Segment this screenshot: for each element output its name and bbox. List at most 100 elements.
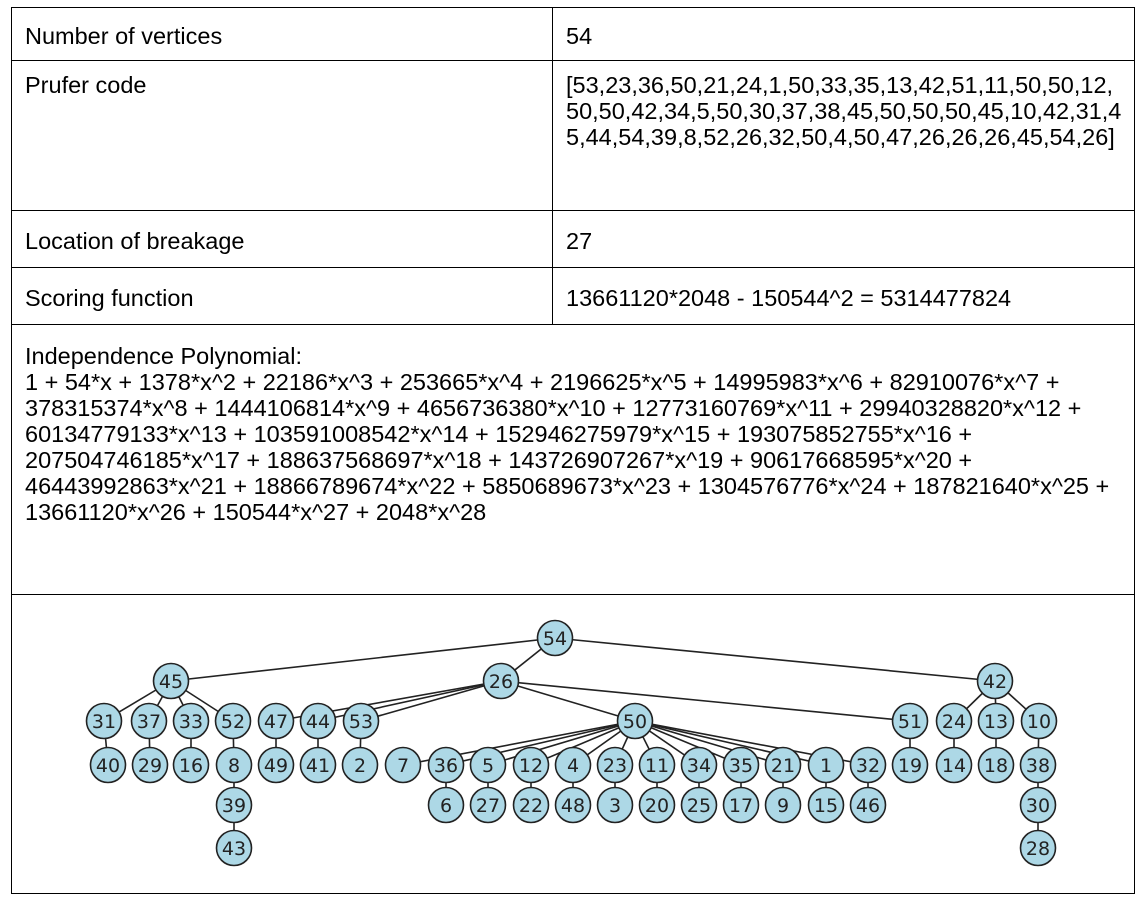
tree-node-label: 48 [561, 795, 585, 817]
tree-node-45: 45 [152, 662, 190, 700]
tree-node-35: 35 [722, 746, 760, 784]
tree-node-label: 44 [306, 711, 330, 733]
tree-node-circle [935, 746, 973, 784]
tree-node-label: 47 [264, 711, 288, 733]
tree-node-label: 36 [434, 755, 458, 777]
tree-node-circle [1019, 829, 1057, 867]
tree-node-44: 44 [299, 702, 337, 740]
tree-node-circle [342, 702, 380, 740]
label-breakage: Location of breakage [11, 210, 553, 268]
tree-node-circle [891, 746, 929, 784]
tree-node-circle [152, 662, 190, 700]
tree-node-label: 20 [645, 795, 669, 817]
tree-node-10: 10 [1020, 702, 1058, 740]
tree-node-label: 18 [984, 755, 1008, 777]
tree-node-11: 11 [638, 746, 676, 784]
tree-node-circle [299, 702, 337, 740]
tree-node-circle [722, 786, 760, 824]
tree-node-32: 32 [849, 746, 887, 784]
row-vertices: Number of vertices 54 [11, 7, 1135, 61]
row-prufer: Prufer code [53,23,36,50,21,24,1,50,33,3… [11, 60, 1135, 211]
tree-node-label: 4 [567, 755, 579, 777]
tree-node-label: 43 [222, 838, 246, 860]
tree-node-label: 15 [814, 795, 838, 817]
tree-node-label: 52 [221, 711, 245, 733]
tree-node-50: 50 [616, 702, 654, 740]
row-scoring: Scoring function 13661120*2048 - 150544^… [11, 267, 1135, 325]
tree-node-circle [341, 746, 379, 784]
tree-edge-26-50 [500, 680, 636, 722]
tree-node-circle [680, 786, 718, 824]
tree-node-22: 22 [512, 786, 550, 824]
tree-node-circle [130, 702, 168, 740]
tree-edge-26-51 [500, 680, 911, 722]
tree-node-49: 49 [257, 746, 295, 784]
tree-node-30: 30 [1019, 786, 1057, 824]
tree-node-17: 17 [722, 786, 760, 824]
tree-node-circle [469, 786, 507, 824]
tree-node-20: 20 [638, 786, 676, 824]
tree-node-label: 41 [306, 755, 330, 777]
label-independence: Independence Polynomial: [25, 343, 302, 369]
tree-node-circle [596, 746, 634, 784]
tree-node-circle [638, 746, 676, 784]
tree-node-circle [554, 786, 592, 824]
tree-node-circle [427, 786, 465, 824]
tree-node-label: 45 [159, 671, 183, 693]
tree-node-label: 42 [983, 671, 1007, 693]
tree-node-8: 8 [215, 746, 253, 784]
tree-node-circle [536, 619, 574, 657]
tree-node-14: 14 [935, 746, 973, 784]
tree-node-21: 21 [764, 746, 802, 784]
tree-node-label: 54 [543, 628, 567, 650]
tree-node-circle [172, 746, 210, 784]
tree-node-label: 37 [137, 711, 161, 733]
tree-node-circle [172, 702, 210, 740]
tree-node-47: 47 [257, 702, 295, 740]
tree-node-label: 22 [519, 795, 543, 817]
tree-node-circle [638, 786, 676, 824]
tree-node-label: 2 [354, 755, 366, 777]
tree-node-label: 16 [179, 755, 203, 777]
tree-node-6: 6 [427, 786, 465, 824]
tree-node-circle [1020, 702, 1058, 740]
tree-node-label: 23 [603, 755, 627, 777]
tree-node-label: 53 [349, 711, 373, 733]
tree-node-label: 28 [1026, 838, 1050, 860]
tree-node-label: 46 [856, 795, 880, 817]
tree-node-label: 17 [729, 795, 753, 817]
tree-node-12: 12 [512, 746, 550, 784]
tree-node-label: 49 [264, 755, 288, 777]
tree-node-label: 6 [440, 795, 452, 817]
tree-node-7: 7 [384, 746, 422, 784]
tree-node-15: 15 [807, 786, 845, 824]
tree-node-label: 7 [397, 755, 409, 777]
tree-node-23: 23 [596, 746, 634, 784]
tree-node-label: 29 [138, 755, 162, 777]
tree-node-28: 28 [1019, 829, 1057, 867]
tree-node-circle [257, 702, 295, 740]
tree-node-36: 36 [427, 746, 465, 784]
label-prufer: Prufer code [11, 60, 553, 211]
tree-node-label: 13 [984, 711, 1008, 733]
tree-node-label: 10 [1027, 711, 1051, 733]
tree-node-label: 5 [482, 755, 494, 777]
label-vertices: Number of vertices [11, 7, 553, 61]
tree-node-circle [257, 746, 295, 784]
tree-node-3: 3 [596, 786, 634, 824]
tree-node-13: 13 [977, 702, 1015, 740]
tree-node-label: 24 [942, 711, 966, 733]
tree-node-label: 21 [771, 755, 795, 777]
tree-node-54: 54 [536, 619, 574, 657]
tree-node-53: 53 [342, 702, 380, 740]
tree-node-38: 38 [1019, 746, 1057, 784]
tree-node-circle [764, 786, 802, 824]
tree-node-26: 26 [482, 662, 520, 700]
tree-node-4: 4 [554, 746, 592, 784]
tree-node-label: 39 [222, 795, 246, 817]
row-independence: Independence Polynomial: 1 + 54*x + 1378… [11, 324, 1135, 595]
tree-node-label: 11 [645, 755, 669, 777]
value-prufer: [53,23,36,50,21,24,1,50,33,35,13,42,51,1… [552, 60, 1135, 211]
